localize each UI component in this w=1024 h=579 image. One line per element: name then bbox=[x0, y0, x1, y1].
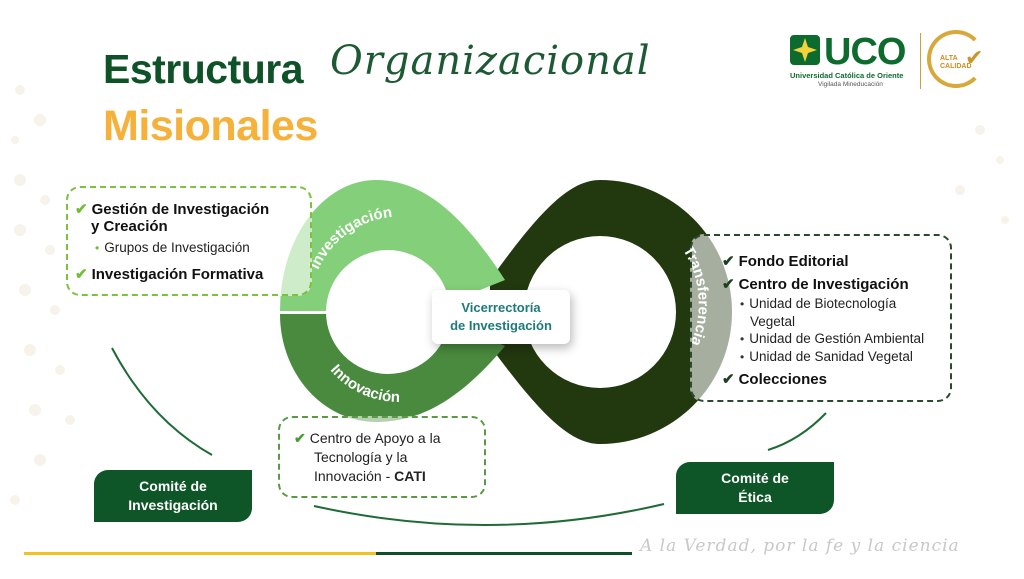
bullet-icon: • bbox=[740, 350, 745, 364]
tra-item-biotec: •Unidad de Biotecnología bbox=[740, 296, 897, 311]
center-vicerrectoria-card: Vicerrectoría de Investigación bbox=[432, 290, 570, 344]
check-icon: ✔ bbox=[722, 253, 735, 270]
inn-item-cati-line3: Innovación - CATI bbox=[314, 468, 426, 484]
loop-left-hole bbox=[326, 250, 450, 374]
footer-bar-green bbox=[376, 552, 632, 555]
check-icon: ✔ bbox=[722, 276, 735, 293]
badge-alta: ALTA bbox=[940, 55, 958, 62]
bullet-icon: • bbox=[740, 297, 745, 311]
uco-wordmark: UCO bbox=[824, 31, 906, 73]
tra-item-biotec-cont: Vegetal bbox=[750, 314, 796, 329]
tra-item-sanidad: •Unidad de Sanidad Vegetal bbox=[740, 349, 913, 364]
check-icon: ✔ bbox=[75, 201, 88, 218]
footer-tagline: A la Verdad, por la fe y la ciencia bbox=[640, 536, 960, 556]
check-icon: ✔ bbox=[722, 371, 735, 388]
investigacion-box bbox=[66, 186, 312, 296]
title-organizacional-script: Organizacional bbox=[330, 38, 651, 84]
inn-item-cati: ✔Centro de Apoyo a la bbox=[294, 430, 441, 446]
uco-logo: UCO Universidad Católica de Oriente Vigi… bbox=[790, 30, 1010, 93]
tra-item-gestion-ambiental: •Unidad de Gestión Ambiental bbox=[740, 331, 925, 346]
tra-item-fondo: ✔Fondo Editorial bbox=[722, 253, 849, 270]
loop-transferencia-hole bbox=[524, 236, 676, 388]
check-icon: ✔ bbox=[75, 266, 88, 283]
connector-right bbox=[767, 412, 827, 451]
logo-divider bbox=[920, 33, 921, 89]
connector-left bbox=[111, 347, 213, 456]
uco-star-emblem-icon bbox=[790, 35, 820, 65]
footer-bar-yellow bbox=[24, 552, 376, 555]
title-estructura: Estructura bbox=[103, 46, 304, 92]
subtitle-misionales: Misionales bbox=[103, 102, 318, 150]
bullet-icon: • bbox=[95, 241, 100, 255]
inv-item-gestion: ✔Gestión de Investigación bbox=[75, 201, 270, 218]
inv-item-gestion-cont: y Creación bbox=[91, 218, 168, 235]
badge-check-icon: ✔ bbox=[965, 45, 984, 70]
uco-supervision: Vigilada Mineducación bbox=[818, 81, 883, 88]
transferencia-box bbox=[690, 234, 952, 402]
innovacion-box bbox=[278, 416, 486, 498]
center-line2: de Investigación bbox=[450, 318, 552, 333]
accreditation-badge-ring bbox=[927, 30, 985, 88]
connector-bottom bbox=[313, 503, 665, 526]
inn-item-cati-line2: Tecnología y la bbox=[314, 449, 408, 465]
accreditation-badge-text: ALTA CALIDAD bbox=[940, 55, 972, 71]
tra-item-colecciones: ✔Colecciones bbox=[722, 371, 827, 388]
check-icon: ✔ bbox=[294, 430, 306, 446]
center-line1: Vicerrectoría bbox=[461, 300, 541, 315]
badge-calidad: CALIDAD bbox=[940, 63, 972, 70]
uco-institution-name: Universidad Católica de Oriente bbox=[790, 71, 904, 80]
inv-item-grupos: •Grupos de Investigación bbox=[95, 240, 250, 255]
inv-item-formativa: ✔Investigación Formativa bbox=[75, 266, 264, 283]
tra-item-centro: ✔Centro de Investigación bbox=[722, 276, 909, 293]
bullet-icon: • bbox=[740, 332, 745, 346]
